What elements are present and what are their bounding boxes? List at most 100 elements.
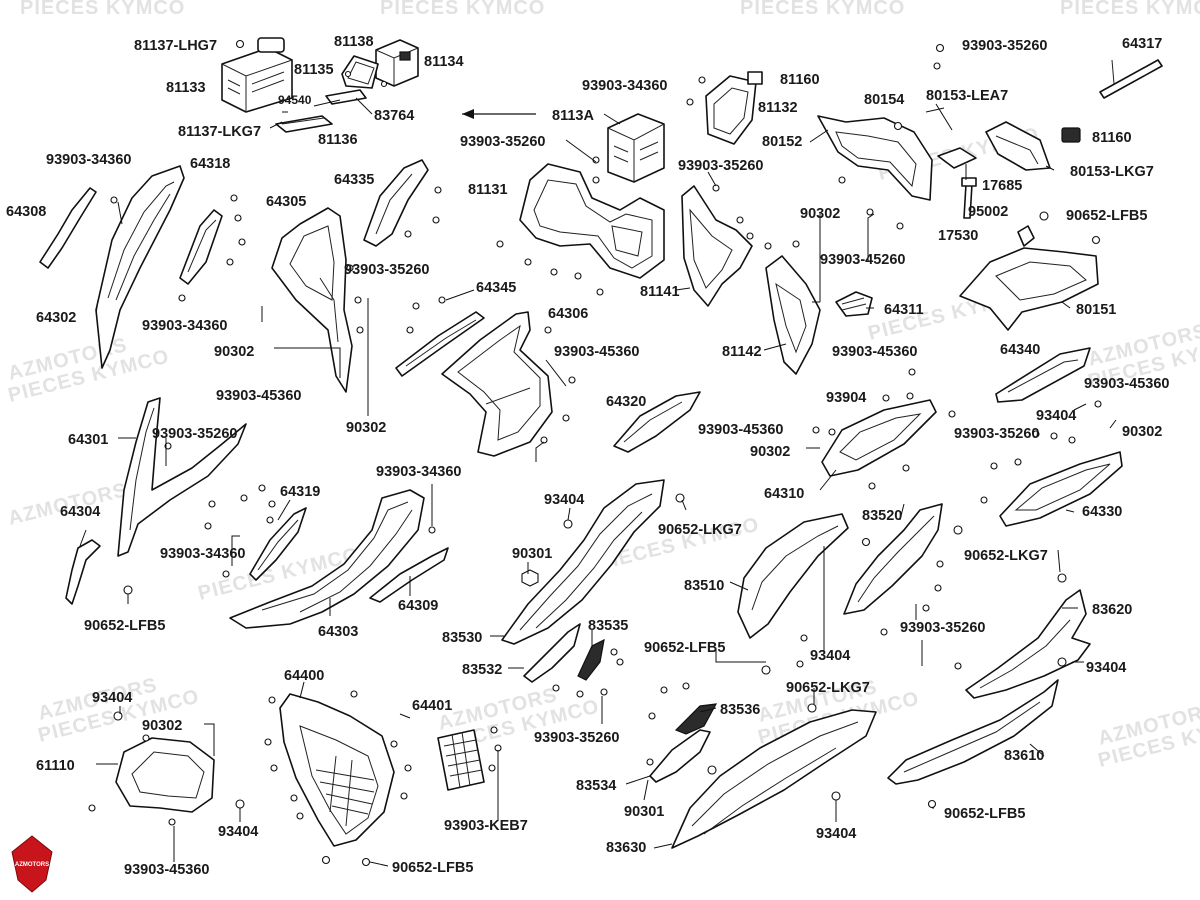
label: 83534 <box>576 778 616 794</box>
label: 64400 <box>284 668 324 684</box>
label: 81137-LHG7 <box>134 38 217 54</box>
label: 81160 <box>1092 130 1132 146</box>
part-64345-strip <box>395 311 485 377</box>
logo-text: AZMOTORS <box>15 862 49 868</box>
label: 93903-34360 <box>582 78 667 94</box>
part-64302-panel <box>95 165 185 369</box>
part-64310-panel <box>821 399 937 477</box>
label: 64306 <box>548 306 588 322</box>
label: 93903-35260 <box>900 620 985 636</box>
label: 64318 <box>190 156 230 172</box>
label: 83520 <box>862 508 902 524</box>
label: 64401 <box>412 698 452 714</box>
label: 90652-LKG7 <box>964 548 1048 564</box>
label: 93903-35260 <box>534 730 619 746</box>
part-17530-rod <box>961 177 977 219</box>
label: 64305 <box>266 194 306 210</box>
part-83530-panel <box>501 479 665 645</box>
label: 93404 <box>1036 408 1076 424</box>
label: 81132 <box>758 100 798 116</box>
label: 93404 <box>92 690 132 706</box>
watermark: PIECES KYMCO <box>380 0 545 19</box>
label: 90302 <box>346 420 386 436</box>
part-64303-panel <box>229 489 425 629</box>
label: 64309 <box>398 598 438 614</box>
part-83610-panel <box>887 679 1059 785</box>
label: 64320 <box>606 394 646 410</box>
label: 61110 <box>36 758 75 774</box>
label: 90302 <box>214 344 254 360</box>
label: 64319 <box>280 484 320 500</box>
label: 90302 <box>750 444 790 460</box>
label: 93903-45360 <box>554 344 639 360</box>
label: 93903-35260 <box>962 38 1047 54</box>
part-64309-strip <box>369 547 449 603</box>
part-64335-panel <box>363 159 429 247</box>
part-83535-grille <box>577 638 605 681</box>
label: 90652-LKG7 <box>786 680 870 696</box>
label: 93903-34360 <box>46 152 131 168</box>
label: 90652-LKG7 <box>658 522 742 538</box>
label: 81135 <box>294 62 334 78</box>
label: 81136 <box>318 132 358 148</box>
label: 81137-LKG7 <box>178 124 261 140</box>
label: 90652-LFB5 <box>944 806 1025 822</box>
label: 93404 <box>810 648 850 664</box>
label: 8113A <box>552 108 594 124</box>
label: 93903-35260 <box>344 262 429 278</box>
label: 64335 <box>334 172 374 188</box>
label: 80151 <box>1076 302 1116 318</box>
label: 64310 <box>764 486 804 502</box>
label: 93903-45360 <box>124 862 209 878</box>
part-64306-front <box>441 311 553 457</box>
label: 93903-35260 <box>152 426 237 442</box>
label: 64330 <box>1082 504 1122 520</box>
label: 93903-45360 <box>1084 376 1169 392</box>
label: 93903-35260 <box>678 158 763 174</box>
label: 80154 <box>864 92 904 108</box>
label: 17685 <box>982 178 1022 194</box>
label: 83764 <box>374 108 414 124</box>
label: 83532 <box>462 662 502 678</box>
label: 81160 <box>780 72 820 88</box>
part-81136-plate <box>275 115 333 133</box>
part-64304-strip <box>65 539 101 605</box>
label: 81131 <box>468 182 508 198</box>
part-83532-trim <box>523 623 581 683</box>
label: 94540 <box>278 93 312 107</box>
label: 81138 <box>334 34 374 50</box>
label: 64303 <box>318 624 358 640</box>
label: 90652-LFB5 <box>84 618 165 634</box>
part-81131-inner-panel <box>519 163 665 279</box>
label: 64308 <box>6 204 46 220</box>
part-81133-box <box>221 37 293 113</box>
label: 90301 <box>624 804 664 820</box>
label: 64302 <box>36 310 76 326</box>
part-64401-grille <box>437 729 485 791</box>
part-83620-panel <box>965 589 1091 699</box>
part-8113A-box <box>607 113 665 183</box>
label: 90652-LFB5 <box>392 860 473 876</box>
part-64301-frame <box>117 397 247 557</box>
label: 64301 <box>68 432 108 448</box>
label: 93903-34360 <box>142 318 227 334</box>
label: 93903-KEB7 <box>444 818 528 834</box>
label: 81142 <box>722 344 762 360</box>
label: 83610 <box>1004 748 1044 764</box>
label: 93903-45260 <box>820 252 905 268</box>
label: 83510 <box>684 578 724 594</box>
label: 93404 <box>1086 660 1126 676</box>
label: 93903-34360 <box>160 546 245 562</box>
part-64318-trim <box>179 209 223 285</box>
label: 80153-LEA7 <box>926 88 1008 104</box>
label: 93903-45360 <box>832 344 917 360</box>
label: 93903-45360 <box>216 388 301 404</box>
label: 93404 <box>816 826 856 842</box>
part-64305-panel <box>271 207 353 393</box>
watermark: PIECES KYMCO <box>1060 0 1200 19</box>
part-64308-strip <box>39 187 97 269</box>
part-80151-cover <box>959 225 1099 331</box>
part-64320-trim <box>613 391 701 453</box>
part-64319-trim <box>249 507 307 581</box>
